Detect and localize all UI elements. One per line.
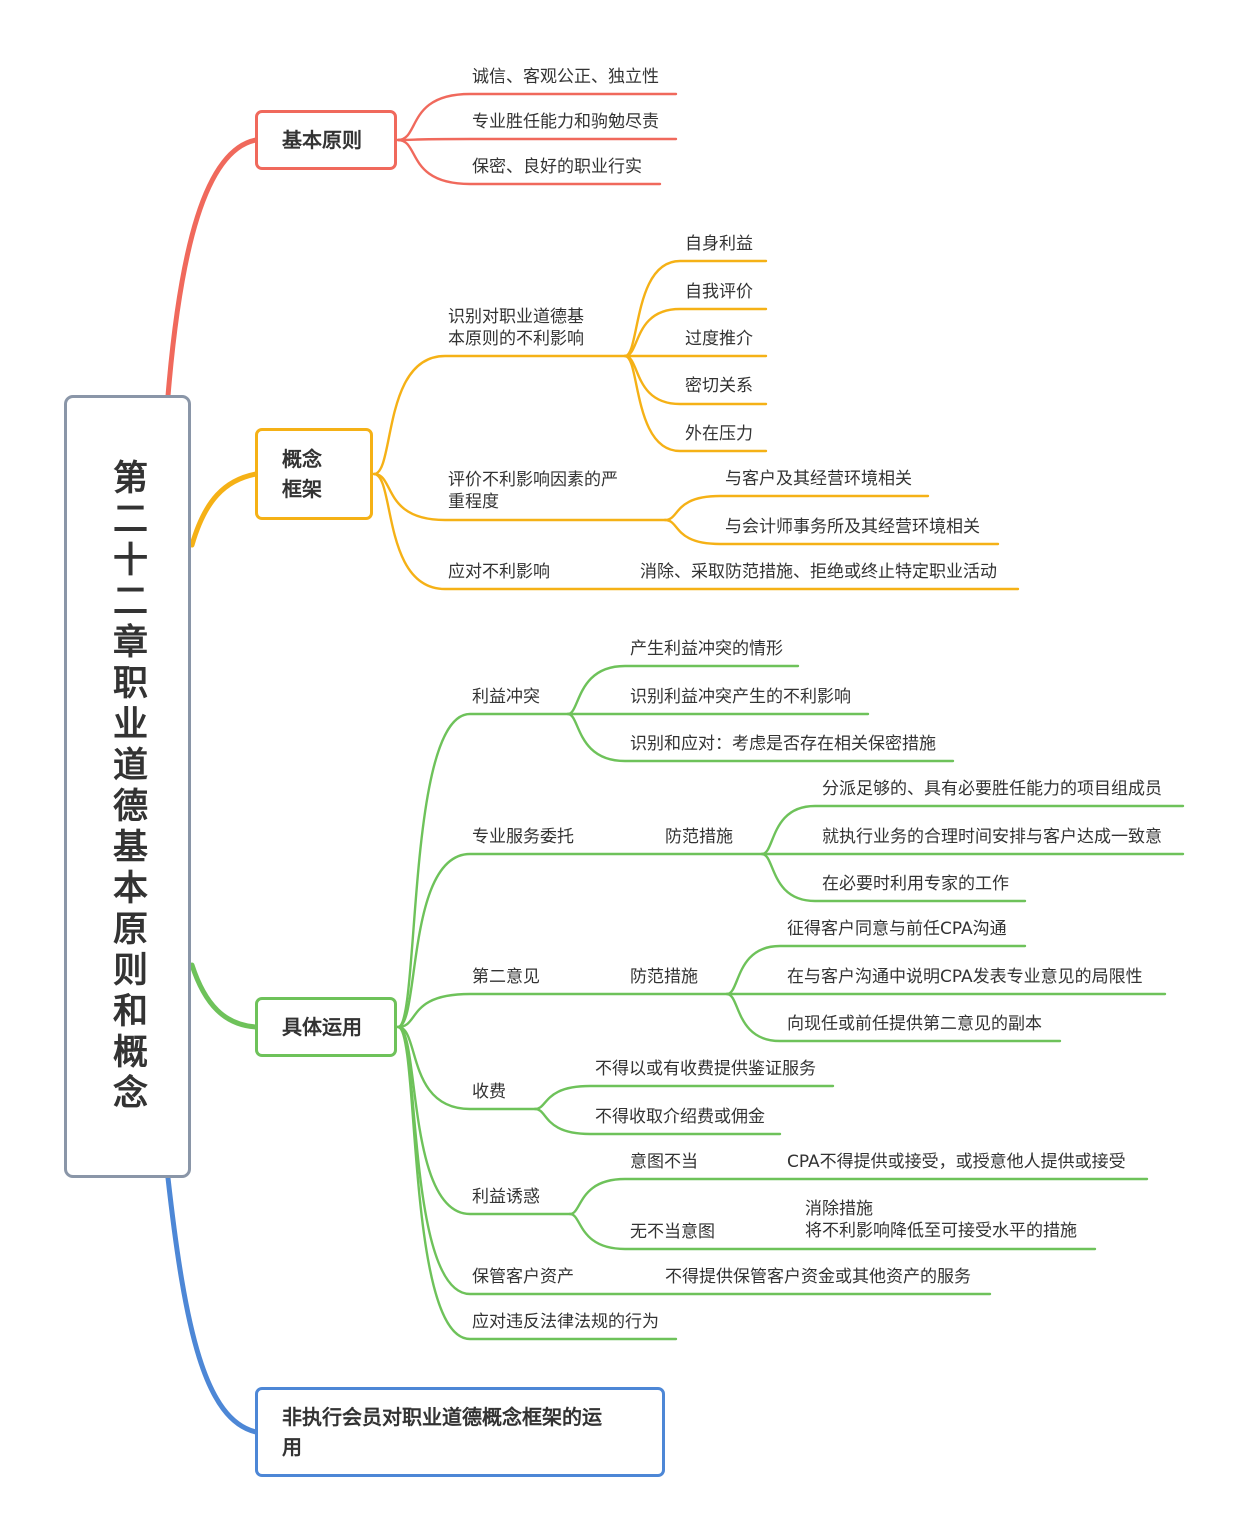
evaluate-factor-item: 与会计师事务所及其经营环境相关: [725, 517, 980, 537]
inducement-improper-label: 意图不当: [630, 1152, 698, 1172]
fees-item: 不得收取介绍费或佣金: [595, 1107, 765, 1127]
branch-specific-application[interactable]: 具体运用: [255, 997, 397, 1057]
custody-detail: 不得提供保管客户资金或其他资产的服务: [665, 1267, 971, 1287]
framework-evaluate-label: 评价不利影响因素的严 重程度: [448, 470, 618, 512]
connector-application: [396, 992, 729, 1029]
connector-application: [396, 712, 570, 1029]
conflict-item: 识别利益冲突产生的不利影响: [630, 687, 851, 707]
connector-root-principles: [165, 137, 259, 399]
engagement-measure-item: 就执行业务的合理时间安排与客户达成一致意: [822, 827, 1162, 847]
fees-label: 收费: [472, 1082, 506, 1102]
connector-framework: [372, 472, 1020, 591]
connector-principles: [396, 138, 662, 186]
connector-identify: [623, 307, 768, 358]
custody-label: 保管客户资产: [472, 1267, 574, 1287]
threat-type-item: 过度推介: [685, 329, 753, 349]
threat-type-item: 自身利益: [685, 234, 753, 254]
connector-framework: [372, 354, 627, 476]
conflict-item: 识别和应对：考虑是否存在相关保密措施: [630, 734, 936, 754]
connector-root-framework: [189, 471, 259, 548]
inducement-label: 利益诱惑: [472, 1187, 540, 1207]
connector-application: [396, 1025, 678, 1341]
framework-identify-label: 识别对职业道德基 本原则的不利影响: [448, 307, 584, 349]
branch-concept-framework[interactable]: 概念 框架: [255, 428, 373, 520]
second-opinion-measure-item: 在与客户沟通中说明CPA发表专业意见的局限性: [787, 967, 1143, 987]
branch-non-practicing-members[interactable]: 非执行会员对职业道德概念框架的运 用: [255, 1387, 665, 1477]
engagement-measure-item: 在必要时利用专家的工作: [822, 874, 1009, 894]
connector-fees: [533, 1107, 782, 1136]
connector-application: [396, 1025, 537, 1111]
second-opinion-measure-item: 向现任或前任提供第二意见的副本: [787, 1014, 1042, 1034]
inducement-no-improper-detail: 消除措施 将不利影响降低至可接受水平的措施: [805, 1199, 1077, 1241]
root-title: 第二十二章职业道德基本原则和概念: [107, 458, 147, 1115]
connector-root-non-practicing: [165, 1175, 259, 1435]
second-opinion-measures-label: 防范措施: [630, 967, 698, 987]
connector-root-application: [189, 962, 259, 1030]
threat-type-item: 外在压力: [685, 424, 753, 444]
threat-type-item: 密切关系: [685, 376, 753, 396]
illegal-acts-label: 应对违反法律法规的行为: [472, 1312, 659, 1332]
connector-evaluate: [663, 494, 930, 522]
conflict-item: 产生利益冲突的情形: [630, 639, 783, 659]
branch-basic-principles[interactable]: 基本原则: [255, 110, 397, 170]
threat-type-item: 自我评价: [685, 282, 753, 302]
principle-item: 诚信、客观公正、独立性: [472, 67, 659, 87]
evaluate-factor-item: 与客户及其经营环境相关: [725, 469, 912, 489]
inducement-no-improper-label: 无不当意图: [630, 1222, 715, 1242]
principle-item: 保密、良好的职业行实: [472, 157, 642, 177]
connector-second-opinion: [725, 992, 1062, 1043]
connector-application: [396, 852, 764, 1029]
branch-non-practicing-members-label: 非执行会员对职业道德概念框架的运 用: [282, 1405, 602, 1459]
branch-concept-framework-label: 概念 框架: [282, 447, 322, 501]
engagement-label: 专业服务委托: [472, 827, 574, 847]
connector-conflict: [566, 712, 955, 763]
connector-engagement: [760, 804, 1185, 856]
conflict-of-interest-label: 利益冲突: [472, 687, 540, 707]
connector-second-opinion: [725, 944, 1027, 996]
connector-engagement: [760, 852, 1027, 903]
root-node[interactable]: 第二十二章职业道德基本原则和概念: [64, 395, 191, 1178]
connector-framework: [372, 472, 667, 522]
connector-principles: [396, 137, 678, 142]
inducement-improper-detail: CPA不得提供或接受，或授意他人提供或接受: [787, 1152, 1126, 1172]
connector-fees: [533, 1084, 835, 1111]
branch-specific-application-label: 具体运用: [282, 1015, 362, 1039]
connector-identify: [623, 354, 768, 453]
connector-evaluate: [663, 518, 1000, 546]
branch-basic-principles-label: 基本原则: [282, 128, 362, 152]
second-opinion-label: 第二意见: [472, 967, 540, 987]
framework-respond-label: 应对不利影响: [448, 562, 550, 582]
engagement-measures-label: 防范措施: [665, 827, 733, 847]
connector-inducement: [568, 1212, 1097, 1251]
connector-identify: [623, 259, 768, 358]
principle-item: 专业胜任能力和驹勉尽责: [472, 112, 659, 132]
connector-principles: [396, 92, 678, 142]
second-opinion-measure-item: 征得客户同意与前任CPA沟通: [787, 919, 1007, 939]
framework-respond-detail: 消除、采取防范措施、拒绝或终止特定职业活动: [640, 562, 997, 582]
fees-item: 不得以或有收费提供鉴证服务: [595, 1059, 816, 1079]
connector-inducement: [568, 1177, 1149, 1216]
connector-conflict: [566, 664, 800, 716]
engagement-measure-item: 分派足够的、具有必要胜任能力的项目组成员: [822, 779, 1162, 799]
